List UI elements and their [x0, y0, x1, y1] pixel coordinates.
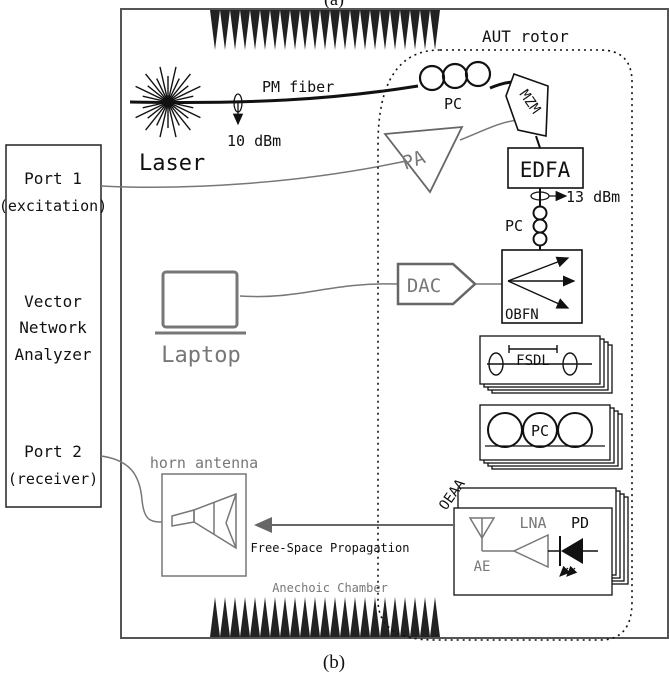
- port2-name: Port 2: [24, 442, 82, 461]
- laser-ray: [159, 66, 169, 103]
- port1-role: (excitation): [0, 197, 107, 215]
- chamber-label: Anechoic Chamber: [272, 581, 388, 595]
- fsdl-delay-line-icon: [487, 345, 592, 376]
- pc-top-label: PC: [444, 95, 462, 113]
- pc-stack-coils-icon: [485, 412, 605, 448]
- aut-rotor-boundary: [377, 49, 633, 641]
- vna-title-line1: Vector: [24, 292, 82, 311]
- cable-port2-to-horn: [100, 455, 163, 523]
- laser-ray: [156, 101, 169, 126]
- polarization-controller-mid: [532, 205, 548, 247]
- laser-ray: [167, 101, 180, 126]
- laptop-icon: [155, 270, 246, 335]
- edfa-power-label: 13 dBm: [566, 188, 620, 206]
- pc-stack: [479, 404, 623, 470]
- pm-fiber-label: PM fiber: [262, 78, 334, 96]
- laser-ray: [159, 101, 169, 138]
- laser-ray: [167, 73, 191, 103]
- dac-converter: [396, 262, 477, 306]
- laser-ray: [167, 101, 191, 131]
- laser-ray: [167, 101, 189, 119]
- obfn-label: OBFN: [505, 307, 539, 323]
- anechoic-chamber-frame: [120, 8, 669, 639]
- lna-label: LNA: [519, 514, 546, 532]
- laser-ray: [167, 66, 177, 103]
- vector-network-analyzer: [5, 144, 102, 508]
- dac-label: DAC: [407, 275, 441, 297]
- edfa-amplifier: [507, 147, 584, 189]
- pc-stack-label: PC: [531, 422, 549, 440]
- port1-name: Port 1: [24, 169, 82, 188]
- pm-fiber: [129, 84, 419, 104]
- laser-ray: [167, 85, 189, 103]
- caption-bottom: (b): [323, 652, 345, 673]
- absorber-top: [210, 10, 440, 50]
- fiber-mzm-to-edfa: [535, 135, 541, 149]
- antenna-element-icon: [468, 517, 514, 552]
- pc-mid-label: PC: [505, 217, 523, 235]
- laser-ray: [156, 78, 169, 103]
- cable-laptop-to-dac: [239, 283, 399, 298]
- photodiode-icon: [559, 536, 598, 577]
- vna-title-line2: Network: [19, 318, 87, 337]
- laser-label: Laser: [139, 151, 205, 176]
- ae-label: AE: [474, 559, 491, 575]
- laser-ray: [167, 101, 177, 138]
- mzm-modulator: [505, 72, 549, 137]
- laser-ray: [145, 73, 169, 103]
- laser-ray: [167, 78, 180, 103]
- edfa-label: EDFA: [520, 158, 571, 182]
- power-amplifier: [383, 125, 464, 194]
- edfa-tap-icon: [530, 190, 568, 202]
- polarization-controller-top: [418, 60, 492, 92]
- fsdl-stack: [479, 335, 613, 394]
- aut-rotor-label: AUT rotor: [482, 27, 569, 46]
- vna-title-line3: Analyzer: [14, 345, 91, 364]
- laser-ray: [167, 85, 201, 103]
- fiber-tap-icon: [232, 93, 244, 126]
- free-space-propagation-label: Free-Space Propagation: [251, 541, 410, 555]
- horn-antenna-icon: [171, 492, 237, 550]
- laser-icon: [132, 66, 204, 138]
- laser-ray: [135, 101, 169, 119]
- cable-port1-to-pa: [100, 157, 421, 188]
- cable-pa-to-mzm: [459, 119, 519, 141]
- laser-ray: [147, 85, 169, 103]
- port2-role: (receiver): [8, 470, 98, 488]
- obfn-beam-arrows: [507, 256, 576, 309]
- laptop-label: Laptop: [161, 343, 240, 368]
- pd-label: PD: [571, 514, 589, 532]
- fsdl-label: FSDL: [516, 353, 550, 369]
- absorber-bottom: [210, 597, 440, 637]
- laser-power-label: 10 dBm: [227, 132, 281, 150]
- horn-antenna-label: horn antenna: [150, 454, 258, 472]
- laser-ray: [167, 101, 201, 119]
- laser-ray: [147, 101, 169, 119]
- caption-top: (a): [324, 0, 344, 10]
- laser-ray: [145, 101, 169, 131]
- laser-ray: [135, 85, 169, 103]
